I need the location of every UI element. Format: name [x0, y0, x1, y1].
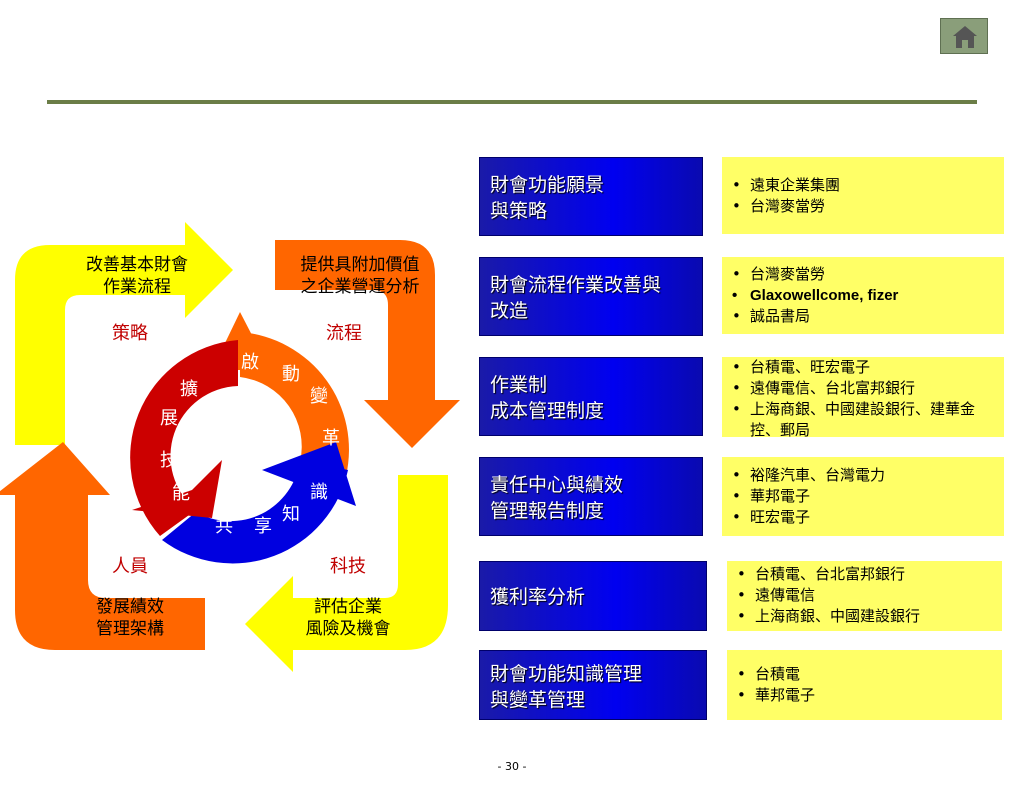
- cycle-char: 啟: [241, 352, 259, 373]
- list-item: 上海商銀、中國建設銀行、建華金控、郵局: [722, 399, 996, 441]
- service-box: 財會功能願景 與策略: [479, 157, 703, 236]
- label-strategy: 策略: [112, 323, 148, 344]
- top-left-text-1: 改善基本財會: [86, 255, 188, 275]
- cycle-char: 革: [322, 428, 340, 449]
- list-item: 遠傳電信: [727, 585, 1002, 606]
- cycle-char: 識: [310, 482, 328, 503]
- ring-blue-segment: [162, 460, 348, 564]
- top-right-text-2: 之企業營運分析: [301, 277, 420, 297]
- bottom-right-text-1: 評估企業: [314, 597, 382, 617]
- header-rule: [47, 100, 977, 104]
- service-box: 獲利率分析: [479, 561, 707, 631]
- list-item: 上海商銀、中國建設銀行: [727, 606, 1002, 627]
- cycle-diagram: 改善基本財會 作業流程 提供具附加價值 之企業營運分析 發展績效 管理架構 評估…: [0, 222, 460, 672]
- bottom-left-text-1: 發展績效: [96, 597, 164, 617]
- cycle-char: 共: [215, 516, 233, 537]
- cycle-char: 展: [160, 408, 178, 429]
- bottom-left-arrow: [0, 442, 205, 650]
- service-box: 責任中心與績效 管理報告制度: [479, 457, 703, 536]
- client-list: 遠東企業集團 台灣麥當勞: [722, 157, 1004, 234]
- client-list: 台積電、台北富邦銀行 遠傳電信 上海商銀、中國建設銀行: [727, 561, 1002, 631]
- client-list: 裕隆汽車、台灣電力 華邦電子 旺宏電子: [722, 457, 1004, 536]
- list-item: 華邦電子: [727, 685, 1002, 706]
- ring-red-arrowhead: [132, 460, 222, 518]
- list-item: 誠品書局: [722, 306, 1004, 327]
- client-list: 台積電、旺宏電子 遠傳電信、台北富邦銀行 上海商銀、中國建設銀行、建華金控、郵局: [722, 357, 1004, 439]
- list-item: Glaxowellcome, fizer: [722, 285, 1004, 306]
- label-process: 流程: [326, 323, 362, 344]
- service-box: 財會功能知識管理 與變革管理: [479, 650, 707, 720]
- client-list: 台灣麥當勞 Glaxowellcome, fizer 誠品書局: [722, 257, 1004, 334]
- top-right-arrow: [275, 240, 460, 448]
- list-item: 旺宏電子: [722, 507, 1004, 528]
- cycle-char: 能: [172, 483, 190, 504]
- home-button[interactable]: [940, 18, 988, 54]
- ring-blue-arrowhead: [262, 442, 356, 506]
- list-item: 台積電、旺宏電子: [722, 357, 996, 378]
- cycle-char: 變: [310, 386, 328, 407]
- bottom-left-text-2: 管理架構: [96, 619, 164, 639]
- list-item: 台灣麥當勞: [722, 196, 1004, 217]
- cycle-char: 擴: [180, 379, 198, 400]
- cycle-char: 動: [282, 364, 300, 385]
- service-box: 作業制 成本管理制度: [479, 357, 703, 436]
- ring-red-segment: [130, 340, 238, 536]
- label-technology: 科技: [330, 556, 366, 577]
- list-item: 遠傳電信、台北富邦銀行: [722, 378, 996, 399]
- service-box: 財會流程作業改善與 改造: [479, 257, 703, 336]
- top-left-text-2: 作業流程: [103, 277, 171, 297]
- cycle-char: 知: [282, 504, 300, 525]
- cycle-char: 享: [254, 516, 272, 537]
- page-number: - 30 -: [497, 760, 527, 773]
- inner-cycle-ring: [130, 312, 356, 564]
- list-item: 華邦電子: [722, 486, 1004, 507]
- list-item: 裕隆汽車、台灣電力: [722, 465, 1004, 486]
- top-left-arrow: [15, 222, 233, 445]
- list-item: 台灣麥當勞: [722, 264, 1004, 285]
- list-item: 台積電: [727, 664, 1002, 685]
- bottom-right-arrow: [245, 475, 448, 672]
- client-list: 台積電 華邦電子: [727, 650, 1002, 720]
- list-item: 遠東企業集團: [722, 175, 1004, 196]
- label-people: 人員: [112, 556, 148, 577]
- home-icon: [953, 26, 977, 48]
- list-item: 台積電、台北富邦銀行: [727, 564, 1002, 585]
- cycle-char: 技: [160, 450, 178, 471]
- top-right-text-1: 提供具附加價值: [301, 255, 420, 275]
- bottom-right-text-2: 風險及機會: [306, 619, 391, 639]
